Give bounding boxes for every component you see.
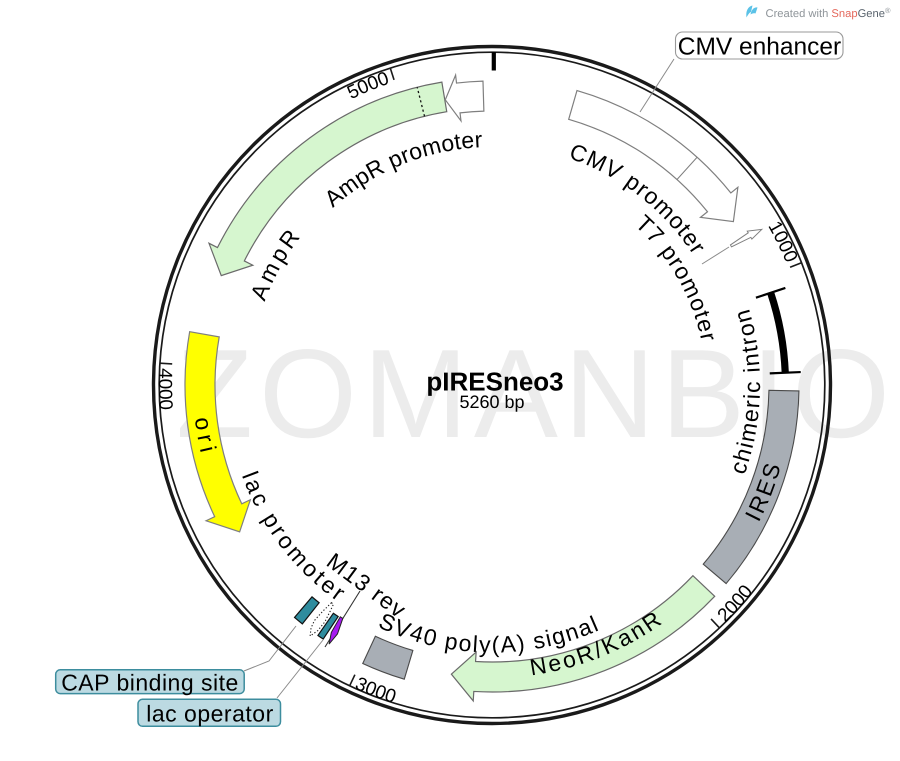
svg-text:CMV enhancer: CMV enhancer — [678, 33, 841, 60]
svg-text:pIRESneo3: pIRESneo3 — [426, 367, 563, 397]
svg-text:CAP binding site: CAP binding site — [61, 670, 239, 696]
svg-text:5260 bp: 5260 bp — [459, 392, 524, 412]
svg-text:Created with SnapGene®: Created with SnapGene® — [766, 6, 891, 20]
svg-text:lac operator: lac operator — [146, 701, 273, 727]
svg-text:4000: 4000 — [154, 368, 176, 411]
